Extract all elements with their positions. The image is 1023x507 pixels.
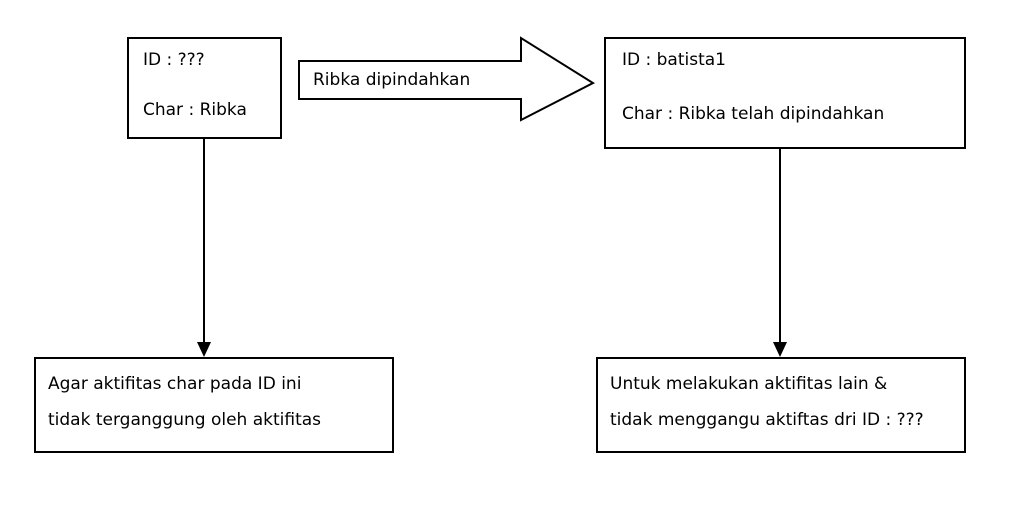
right-connector-arrowhead — [773, 342, 787, 357]
source-char-text: Char : Ribka — [143, 100, 247, 120]
source-id-text: ID : ??? — [143, 50, 205, 70]
source-reason-box: Agar aktifitas char pada ID ini tidak te… — [34, 357, 394, 453]
target-id-text: ID : batista1 — [622, 50, 726, 70]
target-reason-line-2: tidak menggangu aktiftas dri ID : ??? — [610, 410, 924, 430]
source-reason-line-1: Agar aktifitas char pada ID ini — [48, 374, 302, 394]
target-account-box: ID : batista1 Char : Ribka telah dipinda… — [604, 37, 966, 149]
target-reason-line-1: Untuk melakukan aktifitas lain & — [610, 374, 888, 394]
transfer-arrow-label: Ribka dipindahkan — [313, 70, 471, 90]
transfer-arrow — [298, 36, 596, 122]
source-account-box: ID : ??? Char : Ribka — [127, 37, 282, 139]
source-reason-line-2: tidak terganggung oleh aktifitas — [48, 410, 322, 430]
target-reason-box: Untuk melakukan aktifitas lain & tidak m… — [596, 357, 966, 453]
left-connector-arrowhead — [197, 342, 211, 357]
target-char-text: Char : Ribka telah dipindahkan — [622, 104, 885, 124]
